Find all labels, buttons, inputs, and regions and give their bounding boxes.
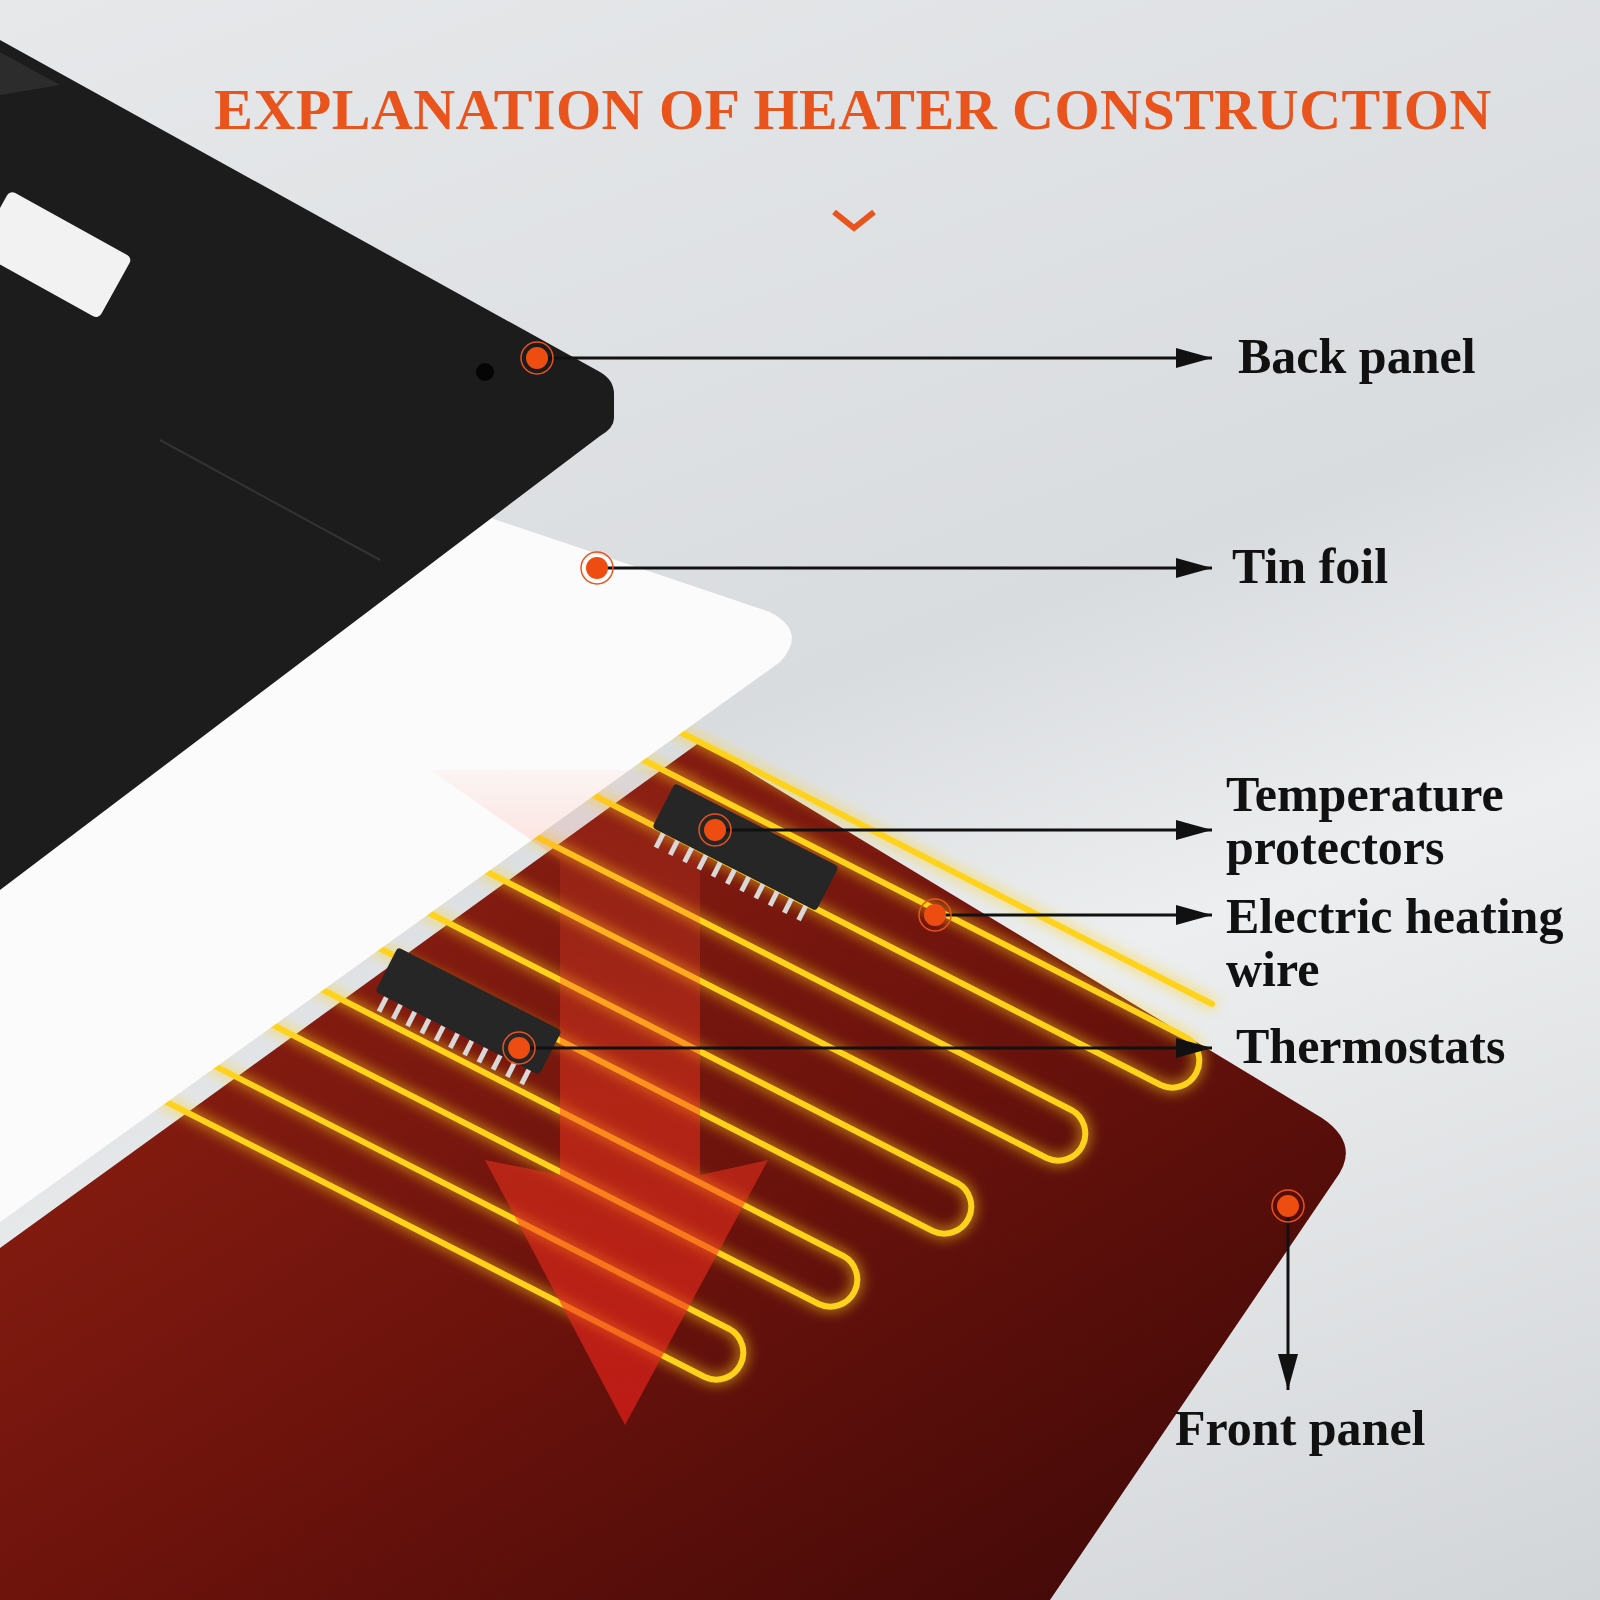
callout-ring xyxy=(699,814,731,846)
callout-ring xyxy=(503,1032,535,1064)
chip-pin xyxy=(462,1040,474,1057)
chip-pins xyxy=(377,996,531,1085)
callout-ring xyxy=(581,552,613,584)
chip-pin xyxy=(377,996,389,1013)
callout-dot-core xyxy=(704,819,726,841)
title: EXPLANATION OF HEATER CONSTRUCTION xyxy=(214,76,1492,143)
temperature-protector-chip xyxy=(645,783,839,925)
chip-pins xyxy=(654,832,808,921)
callout-dot xyxy=(581,552,613,584)
part-label: Tin foil xyxy=(1232,540,1572,593)
part-label: Electric heating wire xyxy=(1226,890,1566,995)
chip-pin xyxy=(434,1025,446,1042)
mounting-hole xyxy=(476,363,494,381)
chip-pin xyxy=(697,854,709,871)
chip-pin xyxy=(491,1054,503,1071)
back-panel-shape xyxy=(0,40,614,890)
chip-pin xyxy=(405,1011,417,1028)
callout-dot xyxy=(699,814,731,846)
leader-line xyxy=(546,357,1212,360)
back-panel-clip xyxy=(0,52,60,95)
callout-ring xyxy=(521,342,553,374)
leader-line xyxy=(944,914,1212,917)
chip-pin xyxy=(768,890,780,907)
leader-line xyxy=(528,1047,1212,1050)
heat-arrow xyxy=(430,770,768,1425)
chip-body xyxy=(652,783,839,911)
callout-dot-core xyxy=(586,557,608,579)
chip-pin xyxy=(420,1018,432,1035)
part-label: Front panel xyxy=(1175,1402,1515,1455)
leader-line xyxy=(724,829,1212,832)
part-label: Thermostats xyxy=(1236,1020,1576,1073)
callout-dot-core xyxy=(526,347,548,369)
callout-dot-core xyxy=(924,904,946,926)
chip-pin xyxy=(682,847,694,864)
chevron xyxy=(834,212,874,228)
chip-pin xyxy=(796,905,808,922)
chip-body xyxy=(375,947,562,1075)
callout-dot xyxy=(919,899,951,931)
back-panel-seam xyxy=(160,440,380,560)
part-label: Temperature protectors xyxy=(1226,768,1566,873)
back-panel-sticker xyxy=(0,190,132,319)
callout-dot xyxy=(1272,1190,1304,1222)
chip-pin xyxy=(668,839,680,856)
chip-pin xyxy=(725,868,737,885)
chip-pin xyxy=(711,861,723,878)
chip-pin xyxy=(782,898,794,915)
callout-ring xyxy=(919,899,951,931)
callout-dot xyxy=(503,1032,535,1064)
chip-pin xyxy=(739,876,751,893)
chip-pin xyxy=(391,1003,403,1020)
chip-pin xyxy=(754,883,766,900)
part-label: Back panel xyxy=(1238,330,1578,383)
callout-ring xyxy=(1272,1190,1304,1222)
chip-pin xyxy=(448,1032,460,1049)
thermostat-chip xyxy=(368,947,562,1089)
chip-pin xyxy=(477,1047,489,1064)
leader-line xyxy=(606,567,1212,570)
callout-dot xyxy=(521,342,553,374)
leader-line xyxy=(1287,1216,1290,1390)
callout-dot-core xyxy=(508,1037,530,1059)
chip-pin xyxy=(519,1069,531,1086)
chip-pin xyxy=(654,832,666,849)
callout-dot-core xyxy=(1277,1195,1299,1217)
